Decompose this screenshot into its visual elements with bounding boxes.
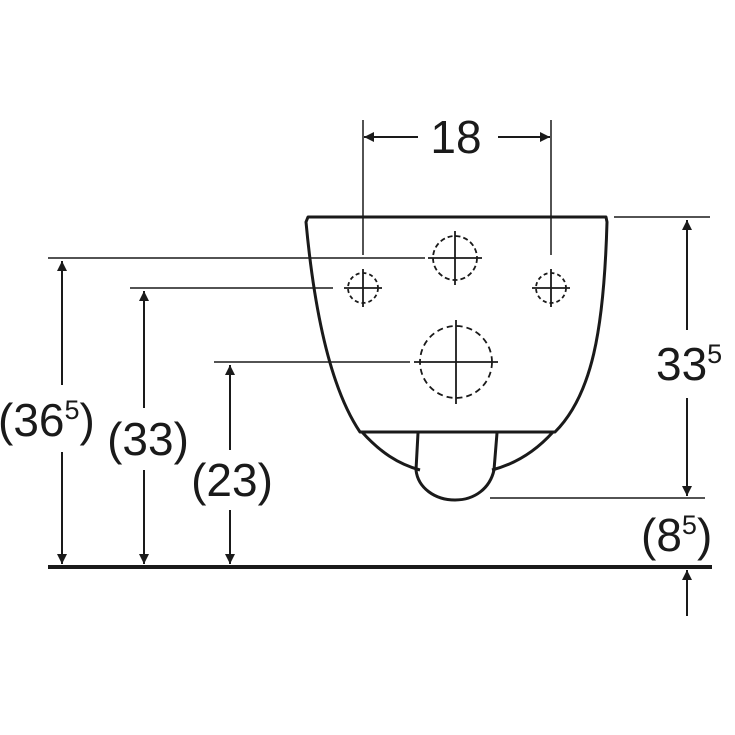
bowl-skirt-right	[491, 430, 555, 472]
drain-outlet-hole	[414, 320, 498, 404]
water-inlet-hole	[428, 231, 482, 285]
bolt-hole-left	[344, 269, 382, 307]
dim-label-365: (365)	[0, 394, 95, 446]
dim-label-18: 18	[430, 111, 481, 163]
dim-label-335: 335	[656, 338, 722, 390]
dim-label-85: (85)	[641, 509, 712, 561]
bowl-body-outline	[304, 215, 609, 434]
dim-label-23: (23)	[191, 454, 273, 506]
extension-lines	[48, 120, 710, 499]
outlet-horn	[414, 432, 499, 502]
dim-label-33: (33)	[107, 413, 189, 465]
mounting-holes	[344, 231, 570, 404]
bowl-skirt-left	[360, 430, 421, 472]
bolt-hole-right	[532, 269, 570, 307]
toilet-bowl	[304, 215, 609, 502]
dimension-arrows	[57, 132, 692, 616]
